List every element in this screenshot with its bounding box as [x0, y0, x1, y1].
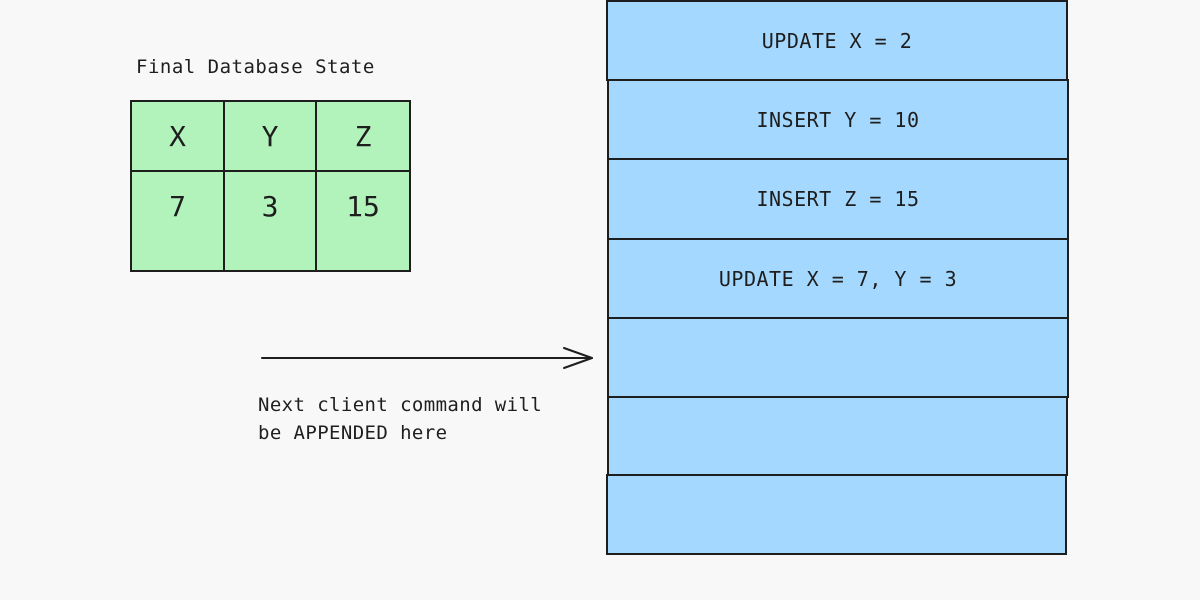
log-entry-empty: [606, 474, 1067, 555]
database-table: X Y Z 7 3 15: [130, 100, 411, 272]
column-header-y: Y: [223, 100, 317, 172]
append-note: Next client command will be APPENDED her…: [258, 391, 542, 447]
log-entry: INSERT Z = 15: [607, 158, 1069, 240]
log-entry-empty: [607, 396, 1068, 476]
cell-value-y: 3: [223, 170, 317, 272]
log-entry: INSERT Y = 10: [607, 79, 1069, 160]
column-header-z: Z: [315, 100, 411, 172]
log-entry: UPDATE X = 7, Y = 3: [607, 238, 1069, 319]
append-note-line-1: Next client command will: [258, 394, 543, 416]
column-header-x: X: [130, 100, 225, 172]
log-entry-empty-next: [607, 317, 1069, 398]
cell-value-z: 15: [315, 170, 411, 272]
append-pointer-arrow: [261, 347, 593, 369]
command-log: UPDATE X = 2 INSERT Y = 10 INSERT Z = 15…: [606, 0, 1069, 555]
append-note-line-2: be APPENDED here: [258, 422, 448, 444]
cell-value-x: 7: [130, 170, 225, 272]
database-title: Final Database State: [136, 56, 375, 78]
log-entry: UPDATE X = 2: [606, 0, 1068, 81]
